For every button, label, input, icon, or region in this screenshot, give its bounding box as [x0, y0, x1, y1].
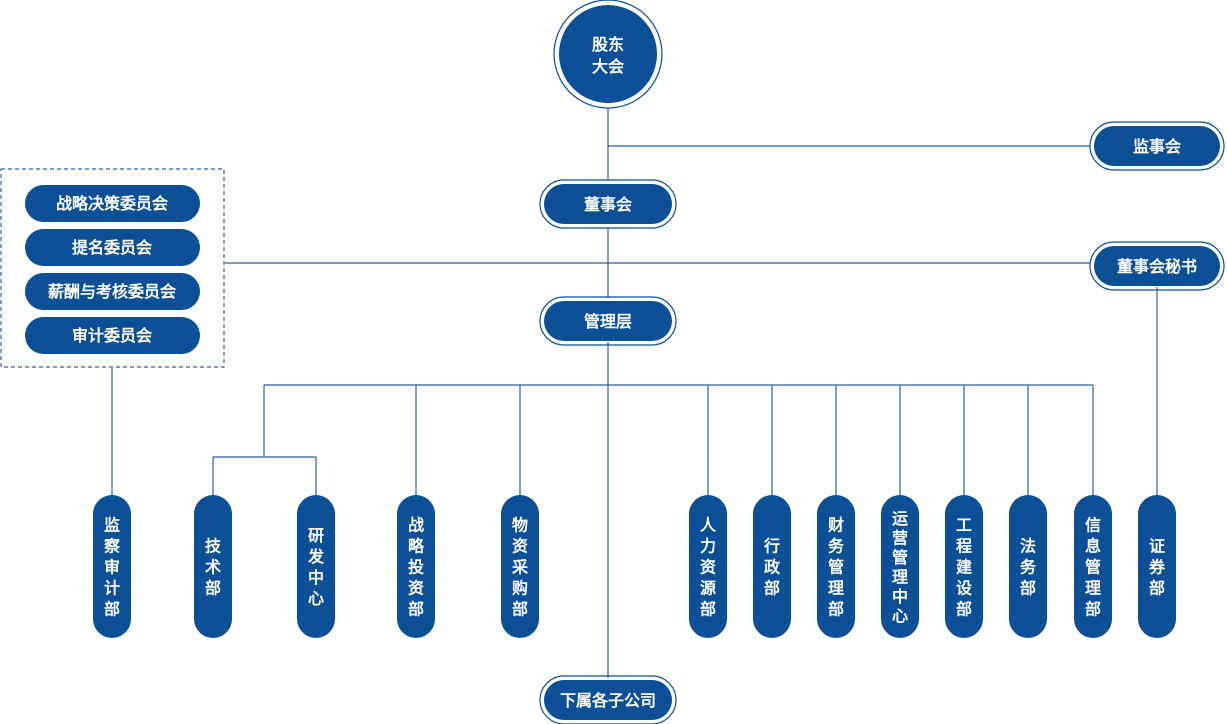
department-label: 证券部 — [1148, 537, 1166, 598]
department-node[interactable]: 信息管理部 — [1074, 495, 1112, 638]
department-node[interactable]: 行政部 — [753, 495, 791, 638]
subsidiaries-label: 下属各子公司 — [560, 691, 656, 710]
department-node[interactable]: 技术部 — [194, 495, 232, 638]
department-label: 监察审计部 — [103, 516, 121, 619]
department-label: 运营管理中心 — [892, 509, 908, 626]
department-node[interactable]: 战略投资部 — [397, 495, 435, 638]
department-label: 物资采购部 — [511, 516, 528, 619]
connector-lines — [111, 108, 1158, 678]
committee-item[interactable]: 薪酬与考核委员会 — [25, 273, 200, 310]
department-node[interactable]: 工程建设部 — [945, 495, 983, 638]
department-label: 研发中心 — [307, 526, 325, 608]
department-label: 技术部 — [204, 537, 222, 598]
board-node[interactable]: 董事会 — [539, 179, 677, 229]
subsidiaries-node[interactable]: 下属各子公司 — [539, 675, 677, 724]
departments-row: 监察审计部 技术部 研发中心 战略投资部 物资采购部 人力资源部 行政部 财务管理部 运营管理中… — [93, 495, 1176, 638]
department-node[interactable]: 人力资源部 — [689, 495, 727, 638]
board-secretary-node[interactable]: 董事会秘书 — [1089, 241, 1225, 291]
department-node[interactable]: 证券部 — [1138, 495, 1176, 638]
department-node[interactable]: 物资采购部 — [501, 495, 539, 638]
department-node[interactable]: 研发中心 — [297, 495, 335, 638]
committee-item[interactable]: 战略决策委员会 — [25, 185, 200, 222]
committee-label: 薪酬与考核委员会 — [48, 282, 176, 301]
shareholders-meeting-line2: 大会 — [592, 57, 624, 76]
shareholders-meeting-node[interactable]: 股东 大会 — [553, 0, 663, 109]
department-label: 财务管理部 — [827, 516, 845, 619]
department-node[interactable]: 监察审计部 — [93, 495, 131, 638]
committee-group-box — [0, 168, 225, 368]
department-node[interactable]: 运营管理中心 — [881, 495, 919, 638]
shareholders-meeting-line1: 股东 — [592, 35, 624, 54]
department-node[interactable]: 财务管理部 — [817, 495, 855, 638]
committee-label: 提名委员会 — [72, 238, 152, 257]
committee-label: 战略决策委员会 — [56, 194, 168, 213]
committee-item[interactable]: 审计委员会 — [25, 317, 200, 354]
department-label: 信息管理部 — [1085, 516, 1101, 619]
supervisors-node[interactable]: 监事会 — [1089, 121, 1225, 171]
committee-item[interactable]: 提名委员会 — [25, 229, 200, 266]
department-label: 法务部 — [1020, 537, 1037, 598]
management-label: 管理层 — [584, 312, 632, 331]
supervisors-label: 监事会 — [1133, 137, 1181, 156]
department-label: 工程建设部 — [956, 516, 973, 619]
board-label: 董事会 — [584, 195, 632, 214]
department-label: 行政部 — [763, 537, 781, 598]
department-label: 人力资源部 — [700, 516, 717, 619]
department-node[interactable]: 法务部 — [1009, 495, 1047, 638]
department-label: 战略投资部 — [408, 516, 425, 619]
board-secretary-label: 董事会秘书 — [1117, 257, 1197, 276]
management-node[interactable]: 管理层 — [539, 296, 677, 346]
committee-label: 审计委员会 — [72, 326, 152, 345]
